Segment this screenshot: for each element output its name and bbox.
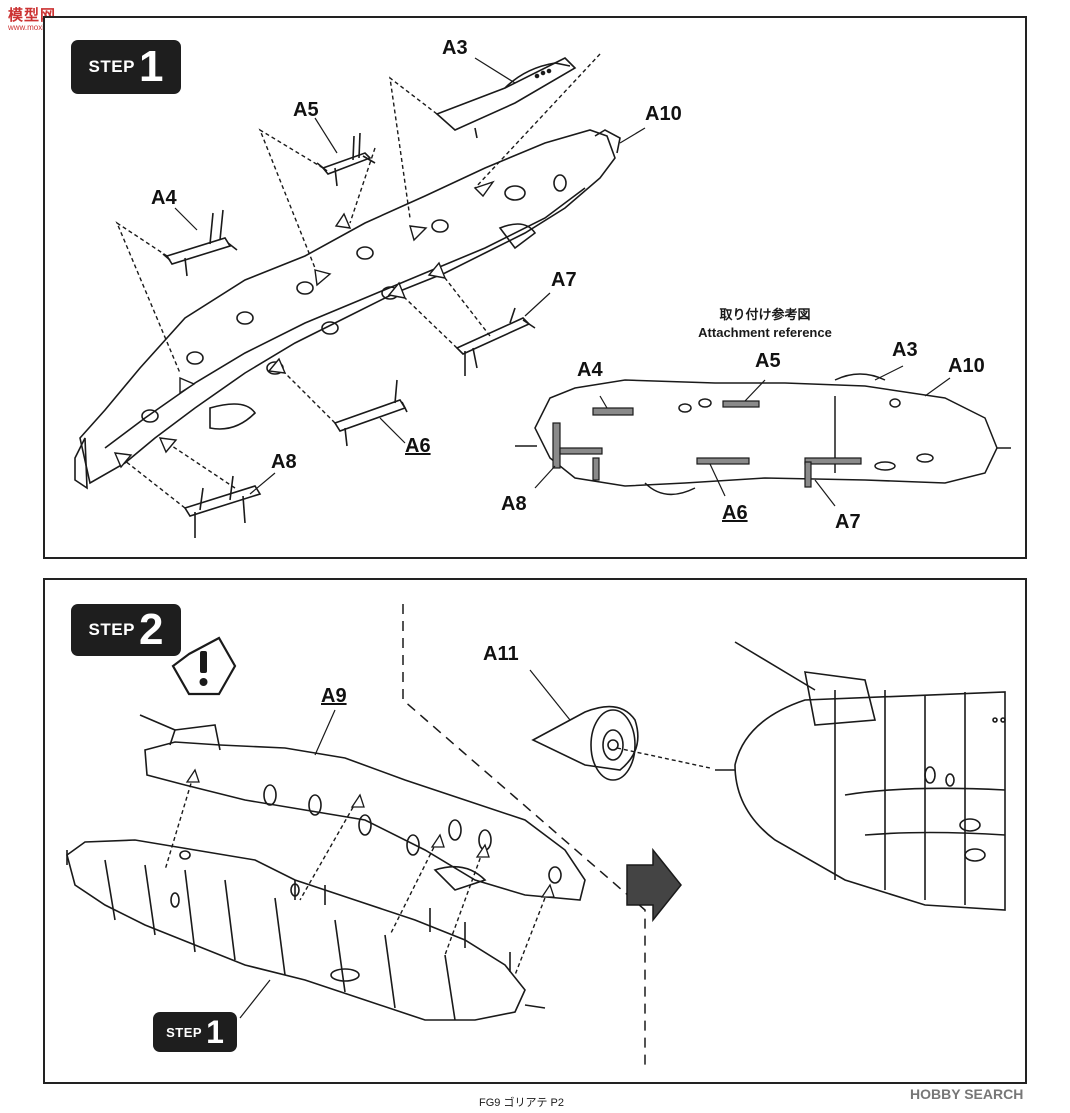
attachment-reference-title-en: Attachment reference (698, 324, 832, 340)
label-a6: A6 (405, 435, 431, 457)
ref-part-a5 (722, 400, 760, 408)
label-a4: A4 (151, 187, 177, 209)
step2-drawing (66, 604, 1006, 1070)
label-a8: A8 (271, 451, 297, 473)
watermark-site-url: www.moxing.net (8, 23, 67, 32)
ref-part-a4 (592, 407, 634, 416)
ref-part-a6 (696, 457, 750, 465)
attachment-reference-title: 取り付け参考図 Attachment reference (665, 306, 865, 341)
part-a3 (435, 57, 577, 139)
tail-detail-view (715, 641, 1006, 911)
label-a3: A3 (442, 37, 468, 59)
exclamation-hexagon-icon (171, 636, 237, 696)
page-footer-label: FG9 ゴリアテ P2 (479, 1097, 564, 1109)
ref-part-a8 (559, 447, 603, 455)
step2-badge-number: 2 (138, 605, 164, 654)
step2-badge: STEP 2 (71, 604, 181, 656)
brand-watermark: HOBBY SEARCH (910, 1086, 1024, 1102)
ref-label-a5: A5 (755, 350, 781, 372)
part-a7 (455, 307, 536, 376)
part-a6 (333, 379, 408, 447)
ref-label-a3: A3 (892, 339, 918, 361)
ref-part-a7 (804, 457, 862, 465)
step1-exploded-drawing (74, 53, 646, 538)
step1-badge-word: STEP (88, 57, 135, 76)
label-a7: A7 (551, 269, 577, 291)
ref-part-a7-post (804, 461, 812, 488)
ref-label-a10: A10 (948, 355, 985, 377)
label-a10: A10 (645, 103, 682, 125)
arrow-right-icon (626, 847, 682, 923)
ref-label-a4: A4 (577, 359, 603, 381)
assembled-hull-step1 (66, 839, 546, 1021)
part-a5 (316, 132, 376, 187)
part-a8 (183, 475, 262, 538)
step1-reference-badge-word: STEP (166, 1024, 203, 1040)
attachment-reference-drawing (515, 365, 1011, 507)
label-a11: A11 (483, 643, 519, 665)
label-a5: A5 (293, 99, 319, 121)
label-a9: A9 (321, 685, 347, 707)
step2-panel: STEP 2 (43, 578, 1027, 1084)
step1-panel: STEP 1 (43, 16, 1027, 559)
ref-label-a7: A7 (835, 511, 861, 533)
part-a4 (162, 209, 238, 277)
attachment-reference-title-jp: 取り付け参考図 (719, 307, 811, 322)
hull-half-a10 (79, 129, 616, 485)
part-a11 (531, 705, 639, 781)
ref-label-a6: A6 (722, 502, 748, 524)
step1-badge: STEP 1 (71, 40, 181, 94)
step2-badge-word: STEP (88, 620, 135, 639)
ref-part-a8-post (552, 422, 561, 469)
step1-badge-number: 1 (138, 42, 164, 91)
step1-reference-badge: STEP 1 (153, 1012, 237, 1052)
ref-label-a8: A8 (501, 493, 527, 515)
step1-reference-badge-number: 1 (206, 1014, 224, 1050)
